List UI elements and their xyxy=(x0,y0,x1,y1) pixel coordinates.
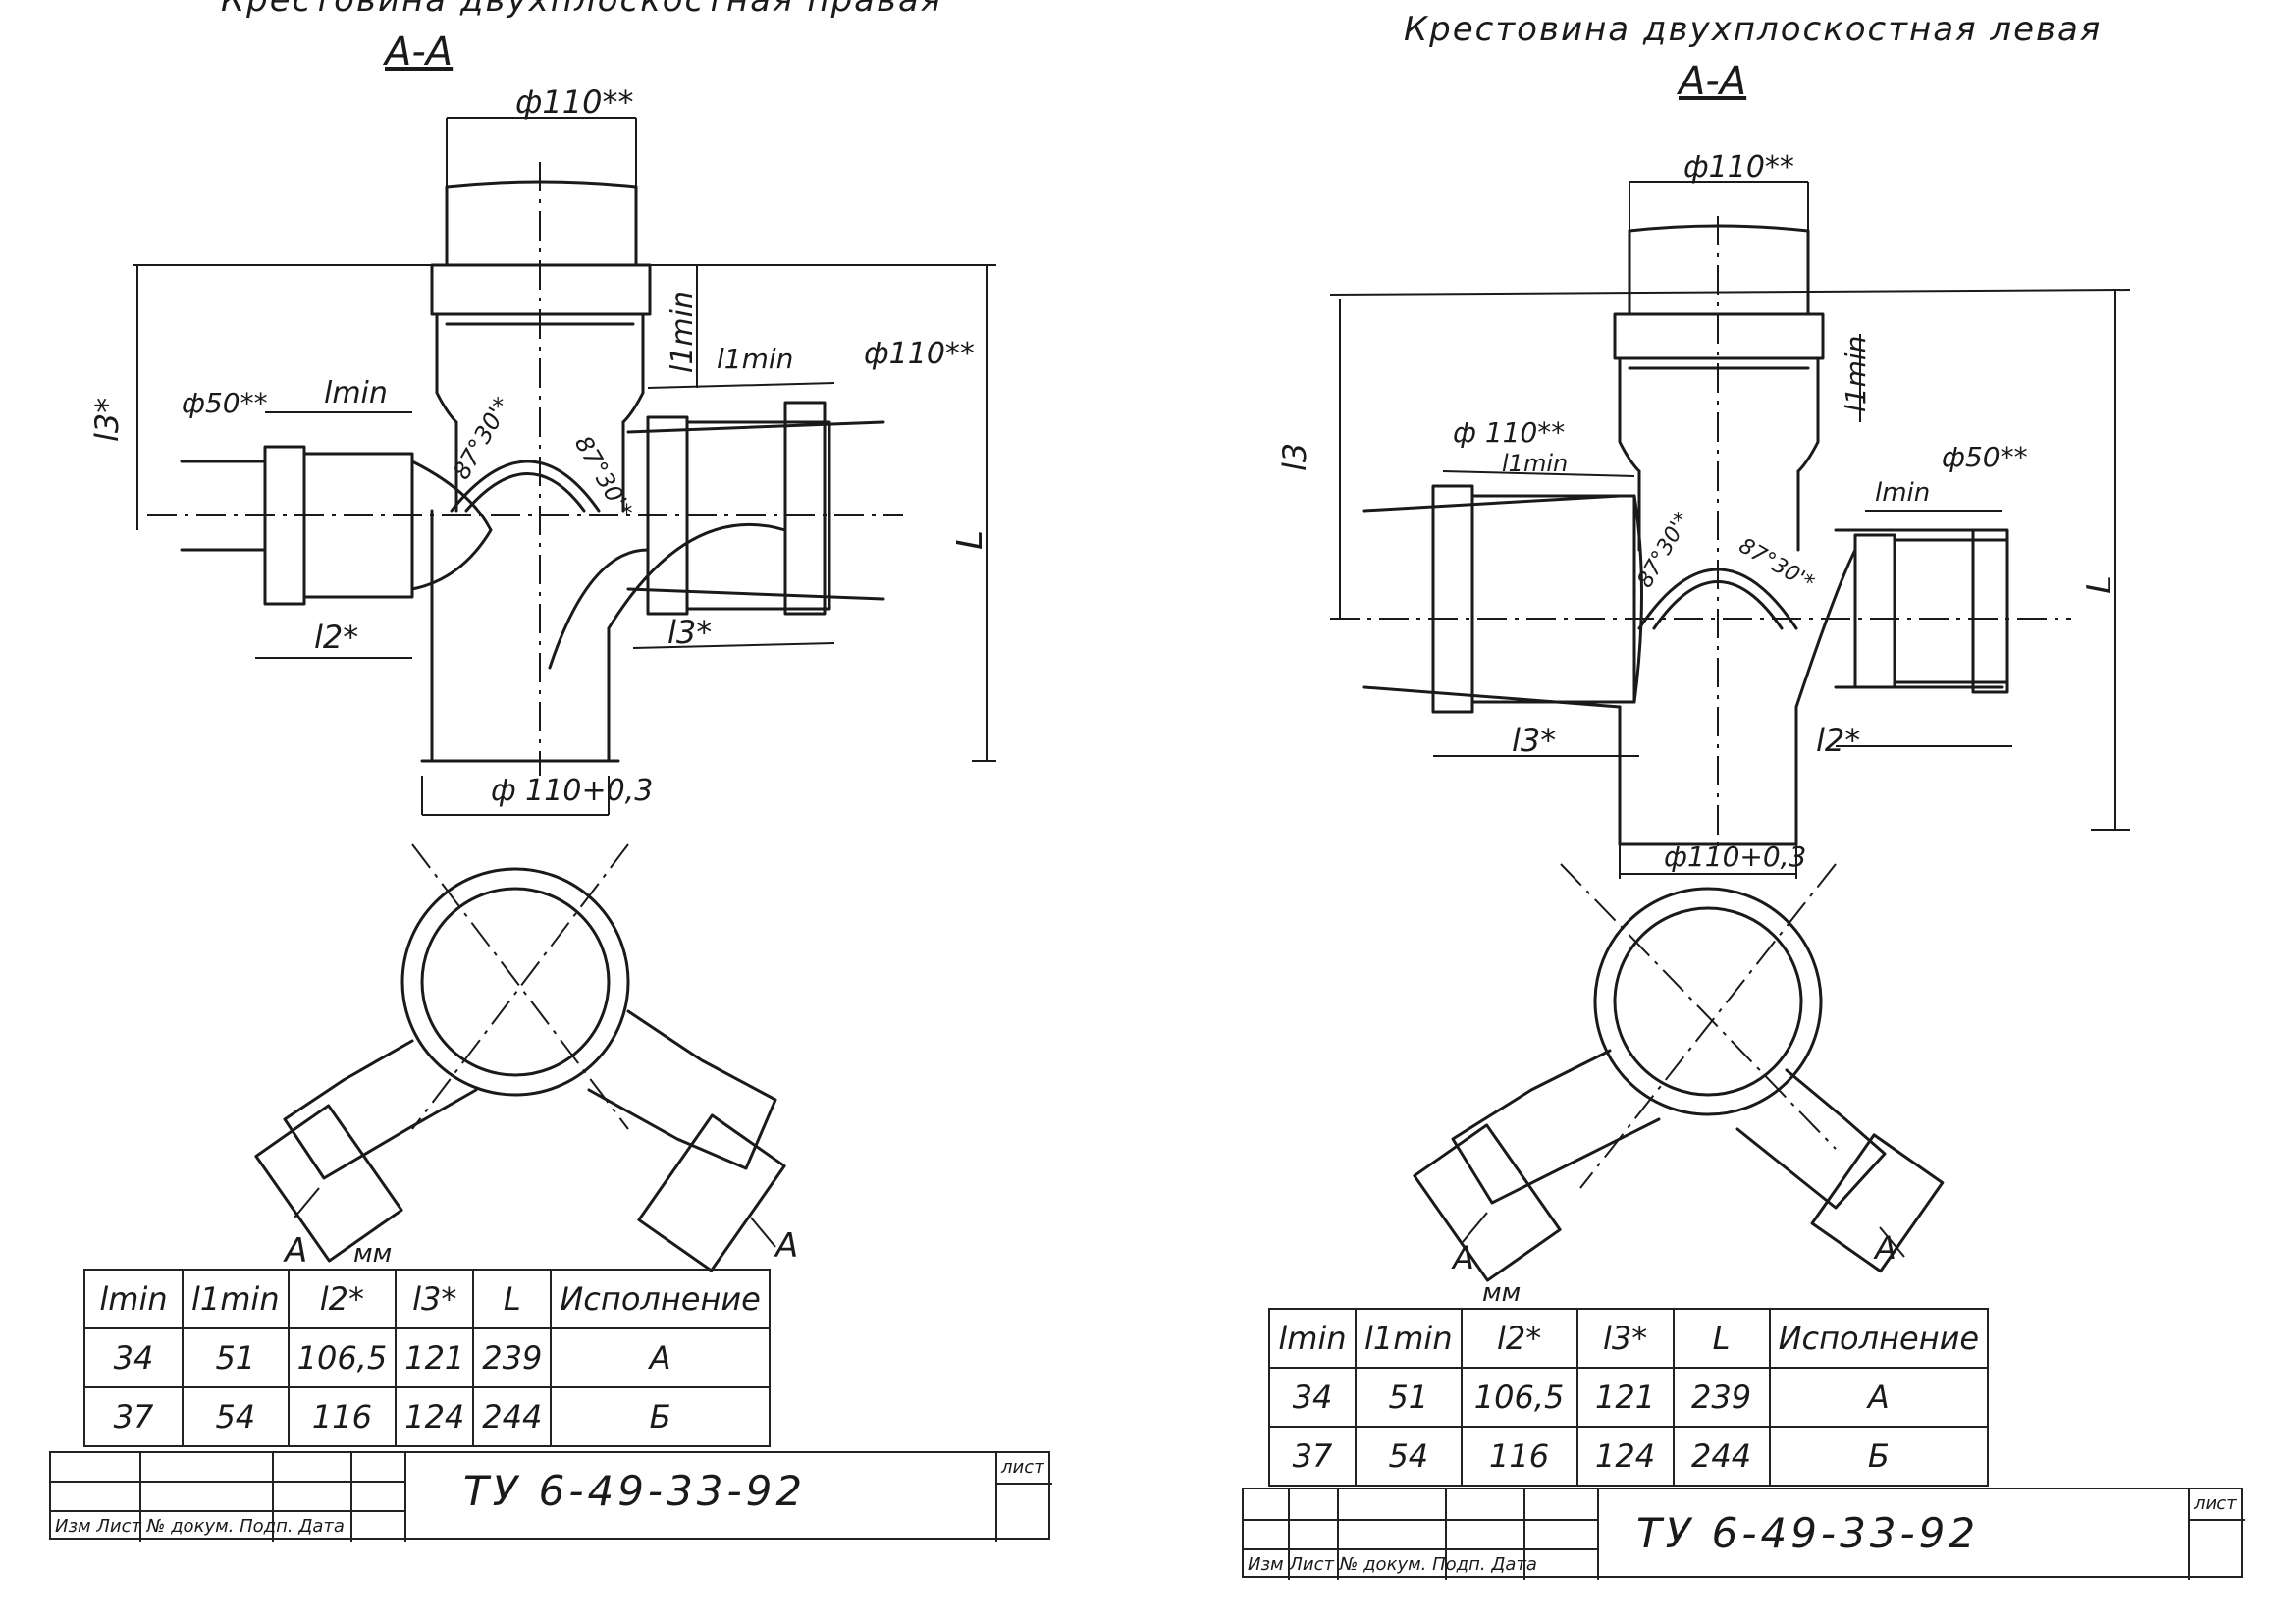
dim-side-dia-left: ф50** xyxy=(182,387,268,419)
document-code: ТУ 6-49-33-92 xyxy=(463,1467,807,1515)
title-block-caption: Изм Лист № докум. Подп. Дата xyxy=(55,1516,345,1537)
table-cell: 121 xyxy=(395,1327,475,1388)
title-block: ТУ 6-49-33-92 лист Изм Лист № докум. Под… xyxy=(49,1451,1052,1542)
table-row: 34 51 106,5 121 239 А xyxy=(83,1327,771,1388)
view-arrow-a-left: А xyxy=(1451,1239,1474,1276)
dim-l1min-horizontal: l1min xyxy=(1502,450,1568,477)
table-cell: 124 xyxy=(395,1386,475,1447)
table-cell: 54 xyxy=(1355,1426,1463,1487)
dim-top-dia: ф110** xyxy=(1683,150,1794,185)
table-cell: 34 xyxy=(1268,1367,1357,1428)
table-cell: 124 xyxy=(1575,1426,1675,1487)
table-header-row: lmin l1min l2* l3* L Исполнение xyxy=(1268,1308,1990,1369)
dim-l3-vertical: l3 xyxy=(1276,443,1313,471)
table-cell: 106,5 xyxy=(287,1327,398,1388)
section-label: А-А xyxy=(385,29,454,75)
view-arrow-a-right: А xyxy=(1873,1229,1896,1267)
table-row: 37 54 116 124 244 Б xyxy=(1268,1426,1990,1487)
table-header-cell: L xyxy=(472,1269,553,1329)
dim-l2: l2* xyxy=(314,619,358,656)
table-cell: Б xyxy=(1768,1426,1990,1487)
section-label: А-А xyxy=(1679,59,1747,104)
table-cell: 116 xyxy=(287,1386,398,1447)
table-cell: 54 xyxy=(182,1386,290,1447)
table-row: 37 54 116 124 244 Б xyxy=(83,1386,771,1447)
sheet-right: Крестовина двухплоскостная левая А-А xyxy=(1148,0,2296,1624)
spec-table: lmin l1min l2* l3* L Исполнение 34 51 10… xyxy=(83,1269,771,1447)
document-code: ТУ 6-49-33-92 xyxy=(1636,1509,1980,1557)
dim-top-dia: ф110** xyxy=(515,83,633,121)
units-label: мм xyxy=(1482,1278,1522,1308)
table-header-cell: l2* xyxy=(1460,1308,1578,1369)
drawing-title: Крестовина двухплоскостная левая xyxy=(1404,10,2103,49)
cross-fitting-drawing: ф110** ф 110** ф50** ф110+0,3 lmin l1min… xyxy=(1276,150,2131,1282)
sheet-label: лист xyxy=(1001,1457,1044,1478)
sheet-left: Крестовина двухплоскостная правая А-А xyxy=(49,0,1052,1542)
units-label: мм xyxy=(353,1239,393,1269)
dim-side-dia-right: ф110** xyxy=(864,337,975,371)
table-cell: 106,5 xyxy=(1460,1367,1578,1428)
dim-side-dia-left: ф 110** xyxy=(1453,416,1565,449)
table-cell: 239 xyxy=(1672,1367,1771,1428)
dim-l3-vertical: l3* xyxy=(88,398,126,442)
dim-lmin: lmin xyxy=(324,376,388,410)
dim-l1min-vertical: l1min xyxy=(666,291,700,373)
view-arrow-a-right: А xyxy=(774,1226,798,1266)
dim-angle-2: 87°30'* xyxy=(569,431,638,522)
cross-fitting-drawing: ф110** ф50** ф110** ф 110+0,3 lmin l1min… xyxy=(88,83,996,1272)
table-cell: Б xyxy=(550,1386,771,1447)
dim-l3-horizontal: l3* xyxy=(1512,722,1556,759)
table-header-cell: l1min xyxy=(1355,1308,1463,1369)
table-header-cell: l1min xyxy=(182,1269,290,1329)
table-cell: 244 xyxy=(472,1386,553,1447)
table-header-cell: L xyxy=(1672,1308,1771,1369)
dim-l1min-horizontal: l1min xyxy=(717,343,793,375)
table-header-cell: l3* xyxy=(395,1269,475,1329)
table-cell: А xyxy=(1768,1367,1990,1428)
dim-l3-horizontal: l3* xyxy=(667,614,712,651)
drawing-title: Крестовина двухплоскостная правая xyxy=(221,0,943,20)
dim-side-dia-right: ф50** xyxy=(1942,441,2028,473)
dim-L: L xyxy=(950,530,990,550)
table-row: 34 51 106,5 121 239 А xyxy=(1268,1367,1990,1428)
dim-bottom-dia: ф110+0,3 xyxy=(1664,840,1806,873)
table-cell: А xyxy=(550,1327,771,1388)
table-header-cell: l2* xyxy=(287,1269,398,1329)
dim-L: L xyxy=(2080,575,2119,594)
dim-l2: l2* xyxy=(1816,722,1860,759)
table-header-cell: l3* xyxy=(1575,1308,1675,1369)
table-cell: 244 xyxy=(1672,1426,1771,1487)
table-header-cell: Исполнение xyxy=(550,1269,771,1329)
table-cell: 51 xyxy=(182,1327,290,1388)
table-header-cell: Исполнение xyxy=(1768,1308,1990,1369)
table-cell: 51 xyxy=(1355,1367,1463,1428)
view-arrow-a-left: А xyxy=(283,1231,307,1271)
table-cell: 116 xyxy=(1460,1426,1578,1487)
table-cell: 34 xyxy=(83,1327,184,1388)
table-cell: 121 xyxy=(1575,1367,1675,1428)
table-header-row: lmin l1min l2* l3* L Исполнение xyxy=(83,1269,771,1329)
dim-lmin: lmin xyxy=(1875,478,1930,508)
title-block-caption: Изм Лист № докум. Подп. Дата xyxy=(1248,1554,1537,1575)
table-cell: 37 xyxy=(83,1386,184,1447)
table-header-cell: lmin xyxy=(1268,1308,1357,1369)
sheet-label: лист xyxy=(2194,1493,2237,1514)
table-cell: 239 xyxy=(472,1327,553,1388)
title-block: ТУ 6-49-33-92 лист Изм Лист № докум. Под… xyxy=(1242,1488,2245,1580)
table-cell: 37 xyxy=(1268,1426,1357,1487)
dim-bottom-dia: ф 110+0,3 xyxy=(491,774,653,808)
dim-l1min-vertical: l1min xyxy=(1840,336,1872,412)
table-header-cell: lmin xyxy=(83,1269,184,1329)
dim-angle-2: 87°30'* xyxy=(1735,534,1818,597)
spec-table: lmin l1min l2* l3* L Исполнение 34 51 10… xyxy=(1268,1308,1990,1487)
